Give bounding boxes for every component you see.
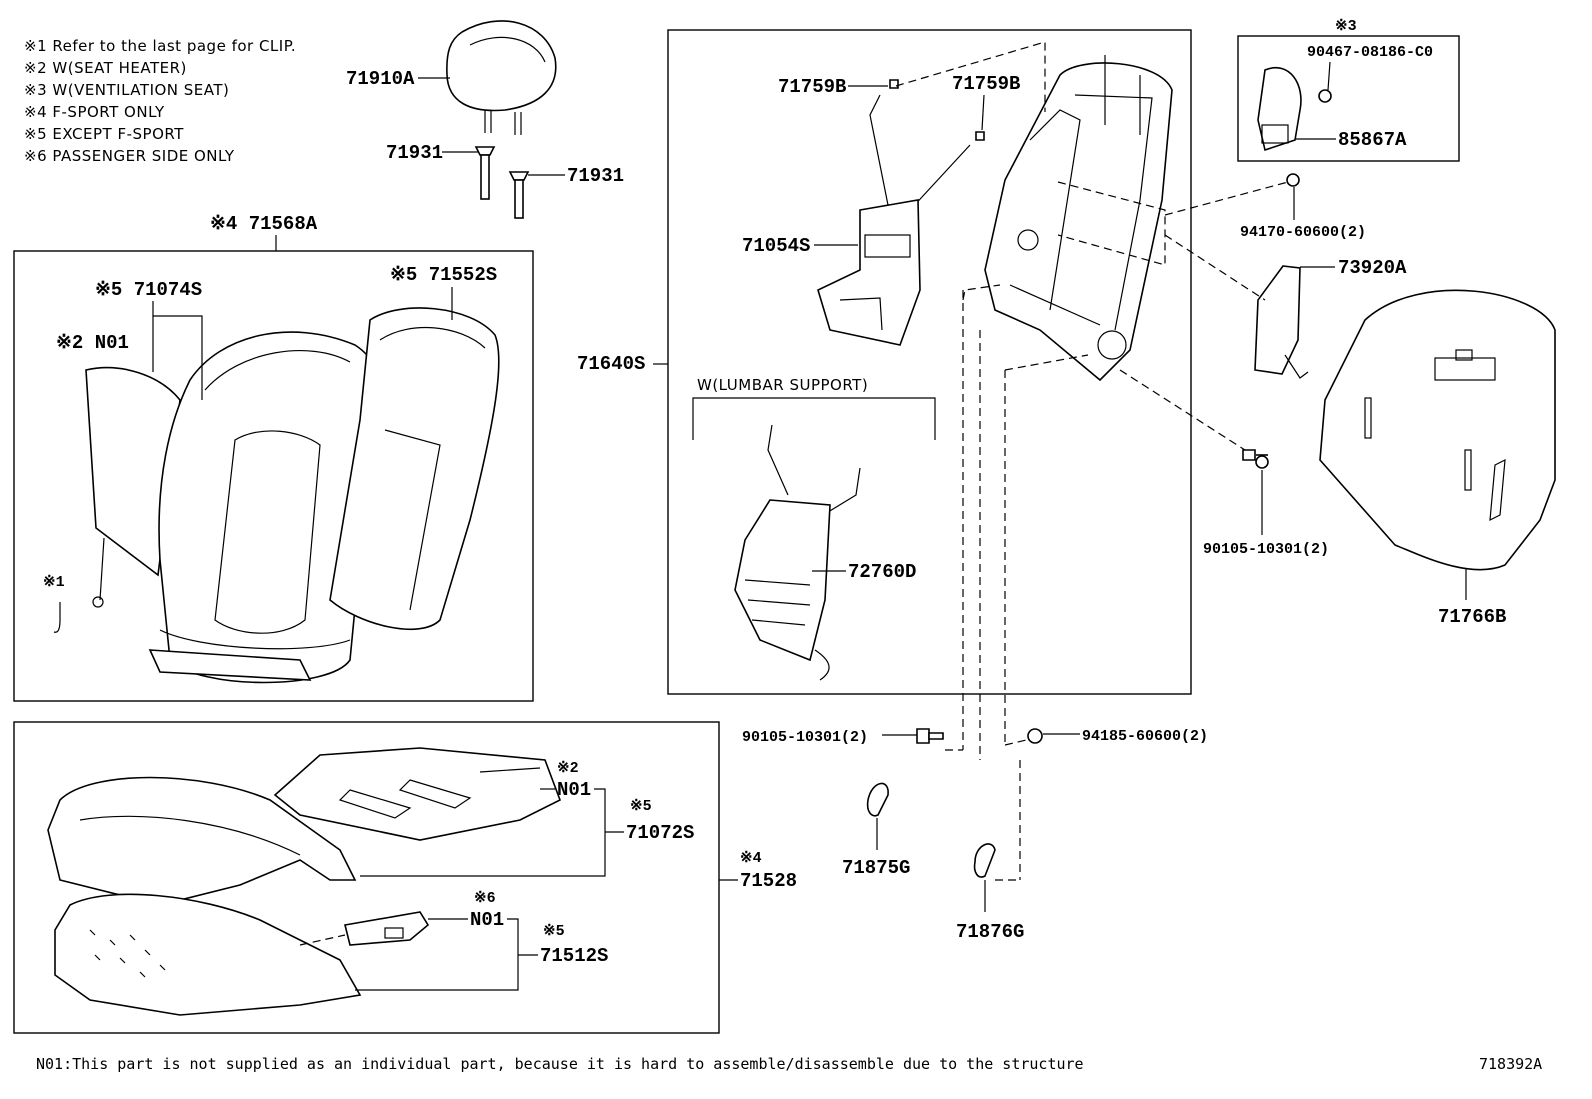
note-6: ※6 PASSENGER SIDE ONLY: [24, 147, 235, 165]
label-94170-60600: 94170-60600(2): [1240, 224, 1366, 241]
label-71640S: 71640S: [577, 353, 645, 375]
label-71876G: 71876G: [956, 921, 1024, 943]
note-2: ※2 W(SEAT HEATER): [24, 59, 187, 77]
label-71568A: ※4 71568A: [210, 213, 318, 235]
label-90105-10301-lower: 90105-10301(2): [742, 729, 868, 746]
label-71759B-right: 71759B: [952, 73, 1020, 95]
label-71512S: 71512S: [540, 945, 608, 967]
label-N01-cushion-vent: N01: [470, 909, 504, 931]
seatback-cover-drawing: [53, 307, 500, 684]
switch-73920A: [1254, 265, 1309, 379]
label-71875G: 71875G: [842, 857, 910, 879]
seatback-frame-box: [667, 29, 1192, 695]
label-71528: 71528: [740, 870, 797, 892]
label-71759B-left: 71759B: [778, 76, 846, 98]
mark-3: ※3: [1335, 18, 1357, 35]
label-71766B: 71766B: [1438, 606, 1506, 628]
lumbar-support-drawing: [734, 424, 861, 681]
notes-legend: ※1 Refer to the last page for CLIP. ※2 W…: [24, 37, 296, 165]
diagram-code: 718392A: [1479, 1055, 1542, 1073]
label-90467-08186-C0: 90467-08186-C0: [1307, 44, 1433, 61]
ventilation-box: [1237, 35, 1460, 162]
cover-71875G: [866, 782, 889, 817]
ventilation-drawing: [1257, 67, 1332, 152]
label-85867A: 85867A: [1338, 129, 1407, 151]
note-4: ※4 F-SPORT ONLY: [24, 103, 165, 121]
headrest-drawing: [446, 20, 557, 219]
mark-1: ※1: [43, 574, 65, 591]
mark-5-cushion-cover: ※5: [630, 798, 652, 815]
label-94185-60600: 94185-60600(2): [1082, 728, 1208, 745]
seatback-cover-box: [13, 250, 534, 702]
mark-2-cushion: ※2: [557, 760, 579, 777]
mark-4-cushion: ※4: [740, 850, 762, 867]
label-71931-left: 71931: [386, 142, 443, 164]
note-3: ※3 W(VENTILATION SEAT): [24, 81, 229, 99]
label-N01-cushion-heater: N01: [557, 779, 591, 801]
label-71931-right: 71931: [567, 165, 624, 187]
label-73920A: 73920A: [1338, 257, 1407, 279]
bolt-90105-upper: [1242, 449, 1269, 469]
seatback-frame-drawing: [817, 55, 1173, 382]
back-board-71766B: [1319, 289, 1556, 571]
mark-6: ※6: [474, 890, 496, 907]
label-71074S: ※5 71074S: [95, 279, 202, 301]
seat-cushion-drawing: [47, 747, 562, 1016]
label-lumbar-support: W(LUMBAR SUPPORT): [697, 376, 868, 394]
footer-note: N01:This part is not supplied as an indi…: [36, 1055, 1084, 1073]
label-71054S: 71054S: [742, 235, 810, 257]
note-5: ※5 EXCEPT F-SPORT: [24, 125, 184, 143]
label-N01-heater: ※2 N01: [56, 332, 129, 354]
bolt-94170: [1286, 173, 1300, 187]
nut-94185: [1027, 728, 1043, 744]
label-71072S: 71072S: [626, 822, 694, 844]
label-71552S: ※5 71552S: [390, 264, 497, 286]
seat-cushion-box: [13, 721, 720, 1034]
note-1: ※1 Refer to the last page for CLIP.: [24, 37, 296, 55]
bolt-90105-lower: [916, 728, 944, 744]
mark-5-cushion-pad: ※5: [543, 923, 565, 940]
label-72760D: 72760D: [848, 561, 916, 583]
label-90105-10301-upper: 90105-10301(2): [1203, 541, 1329, 558]
cover-71876G: [973, 843, 996, 878]
label-71910A: 71910A: [346, 68, 415, 90]
